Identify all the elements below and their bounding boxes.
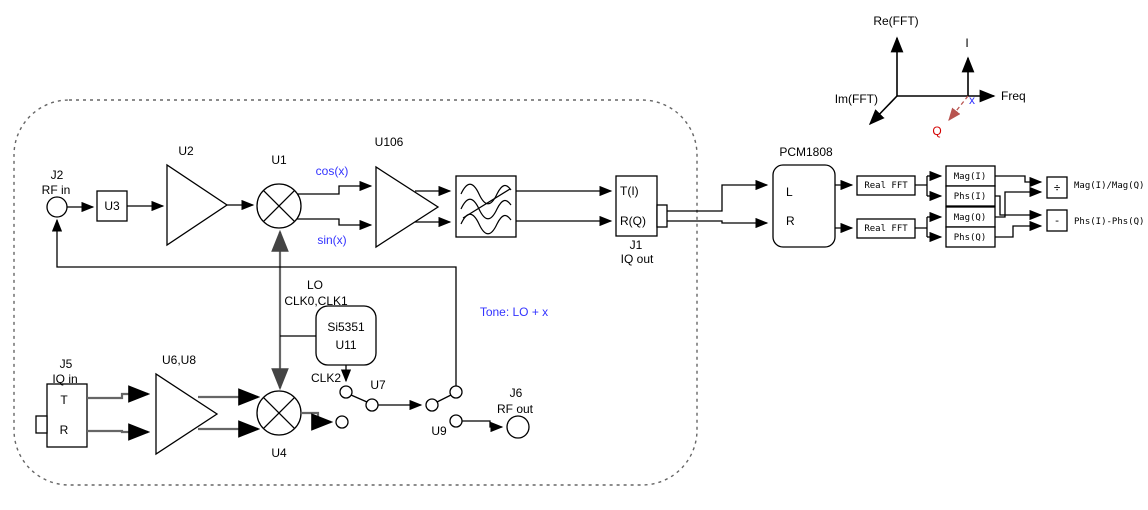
j5-iq-in-connector bbox=[35, 383, 88, 448]
mag-i-label: Mag(I) bbox=[954, 172, 987, 182]
si5351-ref-label: U11 bbox=[335, 338, 356, 352]
lo-label: LO bbox=[307, 278, 323, 292]
wire-u4-to-u7 bbox=[301, 411, 334, 431]
wire-mag-q-to-div bbox=[995, 186, 1043, 218]
j2-ref-label: J2 bbox=[51, 168, 64, 182]
cos-signal-label: cos(x) bbox=[316, 164, 349, 178]
lo-clock-section: Si5351 U11 LO CLK0,CLK1 CLK2 Tone: LO + … bbox=[271, 229, 548, 391]
i-vector-label: I bbox=[965, 36, 968, 50]
wire-j1-to-adc-l bbox=[667, 179, 769, 212]
j2-name-label: RF in bbox=[42, 183, 71, 197]
wire-phs-i-to-sub bbox=[995, 195, 1043, 221]
wire-u1-sin-to-u106 bbox=[297, 218, 373, 231]
q-vector-arrow bbox=[948, 95, 969, 122]
phs-i-label: Phs(I) bbox=[954, 192, 987, 202]
j1-ref-label: J1 bbox=[630, 238, 643, 252]
u1-label: U1 bbox=[271, 153, 287, 167]
u1-mixer bbox=[256, 183, 302, 229]
sin-signal-label: sin(x) bbox=[317, 233, 346, 247]
j6-name-label: RF out bbox=[497, 402, 534, 416]
wire-mag-i-to-div bbox=[995, 175, 1043, 188]
phs-diff-output-label: Phs(I)-Phs(Q) bbox=[1074, 217, 1144, 227]
real-fft-i-label: Real FFT bbox=[864, 181, 908, 191]
j6-ref-label: J6 bbox=[510, 386, 523, 400]
tone-annotation: Tone: LO + x bbox=[480, 305, 548, 319]
re-axis-label: Re(FFT) bbox=[873, 14, 918, 28]
im-axis-arrow bbox=[868, 95, 898, 126]
divide-op-label: ÷ bbox=[1054, 181, 1061, 194]
wire-j5r-to-u6u8 bbox=[87, 423, 151, 441]
u3-label: U3 bbox=[104, 199, 120, 213]
j5-ref-label: J5 bbox=[60, 357, 73, 371]
x-tone-point-label: x bbox=[969, 93, 975, 107]
dsp-section: PCM1808 L R Real FFT Real FFT Mag(I) Phs… bbox=[667, 145, 1144, 248]
u106-label: U106 bbox=[375, 135, 404, 149]
subtract-op-label: - bbox=[1054, 214, 1061, 227]
pcm1808-label: PCM1808 bbox=[779, 145, 833, 159]
j1-name-label: IQ out bbox=[621, 252, 654, 266]
receiver-chain: J2 RF in U3 U2 U1 cos(x) sin(x) U106 bbox=[42, 135, 668, 266]
j1-r-pin-label: R(Q) bbox=[620, 214, 646, 228]
phs-q-label: Phs(Q) bbox=[954, 233, 987, 243]
real-fft-q-label: Real FFT bbox=[864, 224, 908, 234]
wire-tone-feedback-to-j2 bbox=[51, 218, 457, 386]
transmitter-chain: J5 IQ in T R U6,U8 U4 U7 bbox=[35, 218, 534, 460]
si5351-chip-label: Si5351 bbox=[327, 320, 365, 334]
j1-iq-out-connector bbox=[615, 175, 668, 237]
wire-u1-cos-to-u106 bbox=[297, 180, 373, 195]
iq-fft-axes-diagram: Re(FFT) Im(FFT) Freq I Q x bbox=[835, 14, 1026, 138]
si5351-block bbox=[315, 305, 377, 366]
j2-rf-in-connector bbox=[46, 196, 68, 218]
j5-t-pin-label: T bbox=[60, 393, 68, 407]
u6u8-amplifier bbox=[155, 372, 219, 456]
divide-block bbox=[1046, 176, 1068, 199]
mag-ratio-output-label: Mag(I)/Mag(Q) bbox=[1074, 181, 1144, 191]
clk01-label: CLK0,CLK1 bbox=[284, 294, 348, 308]
u4-label: U4 bbox=[271, 446, 287, 460]
u106-amplifier bbox=[375, 165, 440, 249]
im-axis-label: Im(FFT) bbox=[835, 92, 878, 106]
wire-j5t-to-u6u8 bbox=[87, 385, 151, 403]
adc-l-pin-label: L bbox=[786, 185, 793, 199]
j5-name-label: IQ in bbox=[52, 372, 77, 386]
subtract-block bbox=[1046, 209, 1068, 232]
wire-fft-q-split bbox=[915, 217, 928, 237]
hardware-boundary-outline bbox=[13, 99, 698, 486]
freq-axis-label: Freq bbox=[1001, 89, 1026, 103]
wire-j1-to-adc-r bbox=[667, 217, 769, 229]
wire-phs-q-to-sub bbox=[995, 220, 1043, 238]
mag-q-label: Mag(Q) bbox=[954, 213, 987, 223]
u9-switch bbox=[425, 385, 463, 428]
u2-amplifier bbox=[166, 163, 229, 247]
wire-u9-to-j6 bbox=[462, 420, 504, 433]
q-vector-label: Q bbox=[932, 124, 941, 138]
u2-label: U2 bbox=[178, 144, 194, 158]
u7-switch bbox=[335, 385, 379, 429]
pcm1808-adc-block bbox=[772, 164, 836, 248]
u7-label: U7 bbox=[370, 378, 386, 392]
lowpass-filter-block bbox=[455, 175, 517, 238]
wire-fft-i-split bbox=[915, 176, 928, 196]
u4-mixer bbox=[256, 390, 302, 436]
j1-t-pin-label: T(I) bbox=[620, 184, 639, 198]
adc-r-pin-label: R bbox=[786, 214, 795, 228]
u6u8-label: U6,U8 bbox=[162, 353, 196, 367]
j5-r-pin-label: R bbox=[60, 423, 69, 437]
j6-rf-out-connector bbox=[506, 415, 530, 439]
u9-label: U9 bbox=[431, 424, 447, 438]
clk2-label: CLK2 bbox=[311, 371, 341, 385]
